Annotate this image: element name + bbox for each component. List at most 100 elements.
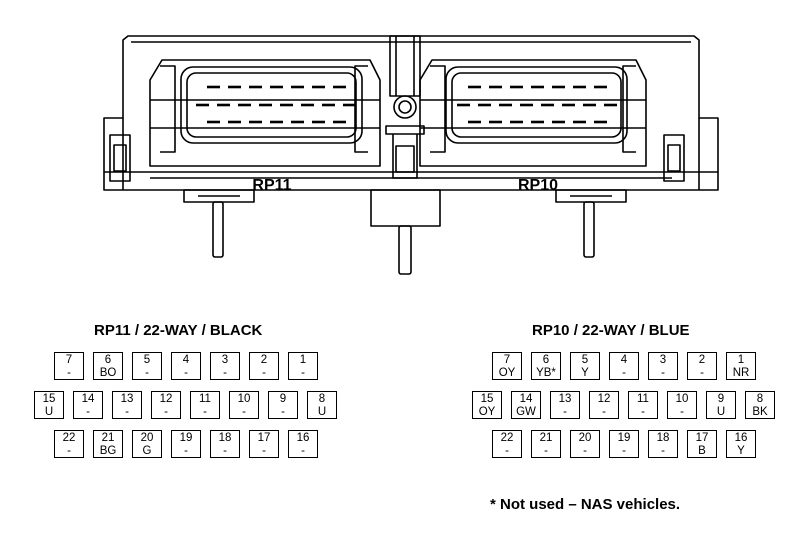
rp11-pin-10: 10-	[229, 391, 259, 419]
ecu-label-rp11: RP11	[252, 177, 291, 194]
pin-wire-color: -	[602, 406, 606, 418]
pin-wire-color: -	[622, 445, 626, 457]
pin-number: 22	[62, 432, 76, 444]
pin-number: 17	[257, 432, 271, 444]
rp11-pin-2: 2-	[249, 352, 279, 380]
pin-number: 19	[617, 432, 631, 444]
pin-number: 12	[597, 393, 611, 405]
pin-number: 4	[620, 354, 628, 366]
left-latch	[109, 134, 131, 182]
pin-wire-color: -	[641, 406, 645, 418]
pin-wire-color: -	[223, 445, 227, 457]
pin-number: 15	[42, 393, 56, 405]
right-stud	[583, 201, 595, 258]
rp11-pin-17: 17-	[249, 430, 279, 458]
rp10-pin-11: 11-	[628, 391, 658, 419]
rp11-pin-16: 16-	[288, 430, 318, 458]
pin-wire-color: GW	[516, 406, 536, 418]
pin-number: 3	[659, 354, 667, 366]
rp11-table-title: RP11 / 22-WAY / BLACK	[94, 322, 263, 339]
pin-wire-color: -	[242, 406, 246, 418]
pin-number: 8	[756, 393, 764, 405]
pin-number: 9	[279, 393, 287, 405]
pin-wire-color: -	[661, 367, 665, 379]
rp10-connector-shell	[419, 59, 647, 167]
pin-wire-color: -	[262, 367, 266, 379]
rp11-pin-13: 13-	[112, 391, 142, 419]
pin-number: 21	[101, 432, 115, 444]
pin-wire-color: -	[661, 445, 665, 457]
pin-wire-color: YB*	[536, 367, 556, 379]
pin-wire-color: NR	[732, 367, 750, 379]
pin-wire-color: OY	[498, 367, 516, 379]
pin-number: 10	[675, 393, 689, 405]
pin-number: 10	[237, 393, 251, 405]
rp10-pin-12: 12-	[589, 391, 619, 419]
rp10-pin-19: 19-	[609, 430, 639, 458]
pin-number: 21	[539, 432, 553, 444]
pin-wire-color: Y	[581, 367, 589, 379]
pin-number: 3	[221, 354, 229, 366]
pin-number: 2	[698, 354, 706, 366]
pin-wire-color: -	[184, 367, 188, 379]
pin-number: 18	[218, 432, 232, 444]
ecu-housing	[103, 35, 719, 191]
pin-number: 6	[104, 354, 112, 366]
pin-wire-color: BK	[752, 406, 768, 418]
pin-number: 1	[737, 354, 745, 366]
pin-number: 22	[500, 432, 514, 444]
pin-number: 6	[542, 354, 550, 366]
pin-wire-color: -	[223, 367, 227, 379]
rp11-connector-shell	[149, 59, 381, 167]
rp11-pin-11: 11-	[190, 391, 220, 419]
pin-number: 20	[578, 432, 592, 444]
pin-wire-color: -	[67, 445, 71, 457]
pin-number: 13	[558, 393, 572, 405]
left-stud	[212, 201, 224, 258]
pin-wire-color: BO	[99, 367, 117, 379]
pin-wire-color: -	[700, 367, 704, 379]
pin-wire-color: BG	[99, 445, 117, 457]
footnote: * Not used – NAS vehicles.	[490, 496, 681, 513]
pin-number: 16	[734, 432, 748, 444]
pin-number: 7	[65, 354, 73, 366]
rp11-pin-9: 9-	[268, 391, 298, 419]
rp10-pin-13: 13-	[550, 391, 580, 419]
ecu-drawing: RP11 RP10	[103, 35, 719, 275]
rp11-pin-4: 4-	[171, 352, 201, 380]
pin-wire-color: -	[125, 406, 129, 418]
pin-wire-color: B	[698, 445, 706, 457]
pin-number: 8	[318, 393, 326, 405]
pin-wire-color: G	[142, 445, 152, 457]
pin-number: 12	[159, 393, 173, 405]
ecu-label-rp10: RP10	[518, 177, 558, 194]
rp10-pin-21: 21-	[531, 430, 561, 458]
pin-number: 13	[120, 393, 134, 405]
pin-wire-color: -	[583, 445, 587, 457]
rp10-pin-3: 3-	[648, 352, 678, 380]
rp10-pin-10: 10-	[667, 391, 697, 419]
pin-number: 11	[637, 393, 649, 405]
pin-number: 20	[140, 432, 154, 444]
pin-number: 9	[717, 393, 725, 405]
pin-wire-color: -	[203, 406, 207, 418]
pin-wire-color: -	[184, 445, 188, 457]
pin-number: 14	[81, 393, 95, 405]
rp11-pin-14: 14-	[73, 391, 103, 419]
pin-number: 5	[143, 354, 151, 366]
pin-wire-color: -	[262, 445, 266, 457]
rp10-pin-window	[445, 66, 628, 144]
rp11-pin-7: 7-	[54, 352, 84, 380]
pin-wire-color: OY	[478, 406, 496, 418]
